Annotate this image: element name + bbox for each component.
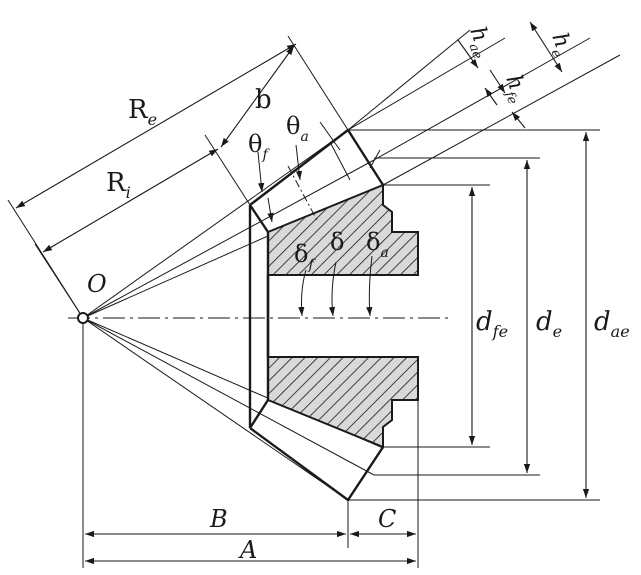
label-dae: dae — [594, 307, 630, 341]
label-hae: hae — [461, 24, 498, 62]
axial-dimensions — [85, 530, 416, 565]
apex-point — [77, 312, 89, 324]
label-re: Re — [128, 95, 157, 129]
axial-extension-lines — [82, 320, 419, 568]
label-ri: Ri — [106, 168, 131, 202]
diameter-dimensions — [468, 132, 590, 498]
label-he: he — [543, 30, 578, 61]
label-dfe: dfe — [476, 307, 508, 341]
label-a: A — [238, 536, 257, 564]
label-theta-f: θf — [248, 130, 270, 163]
label-c: C — [378, 505, 396, 533]
cone-lines — [82, 129, 384, 501]
tooth-height-dimensions — [457, 21, 563, 129]
angle-arcs — [257, 144, 373, 317]
section-hatch-lower — [267, 356, 419, 449]
section-hatch-upper — [267, 183, 419, 276]
label-b: b — [255, 85, 272, 115]
label-theta-a: θa — [286, 112, 309, 145]
cone-distance-dimensions — [15, 43, 297, 253]
diameter-extension-lines — [348, 129, 600, 501]
label-de: de — [536, 307, 562, 341]
label-delta-f: δf — [294, 240, 316, 273]
construction-lines — [287, 121, 381, 223]
label-o: O — [87, 270, 107, 298]
label-b: B — [209, 505, 228, 533]
label-delta: δ — [330, 228, 344, 256]
label-delta-a: δa — [366, 228, 389, 261]
